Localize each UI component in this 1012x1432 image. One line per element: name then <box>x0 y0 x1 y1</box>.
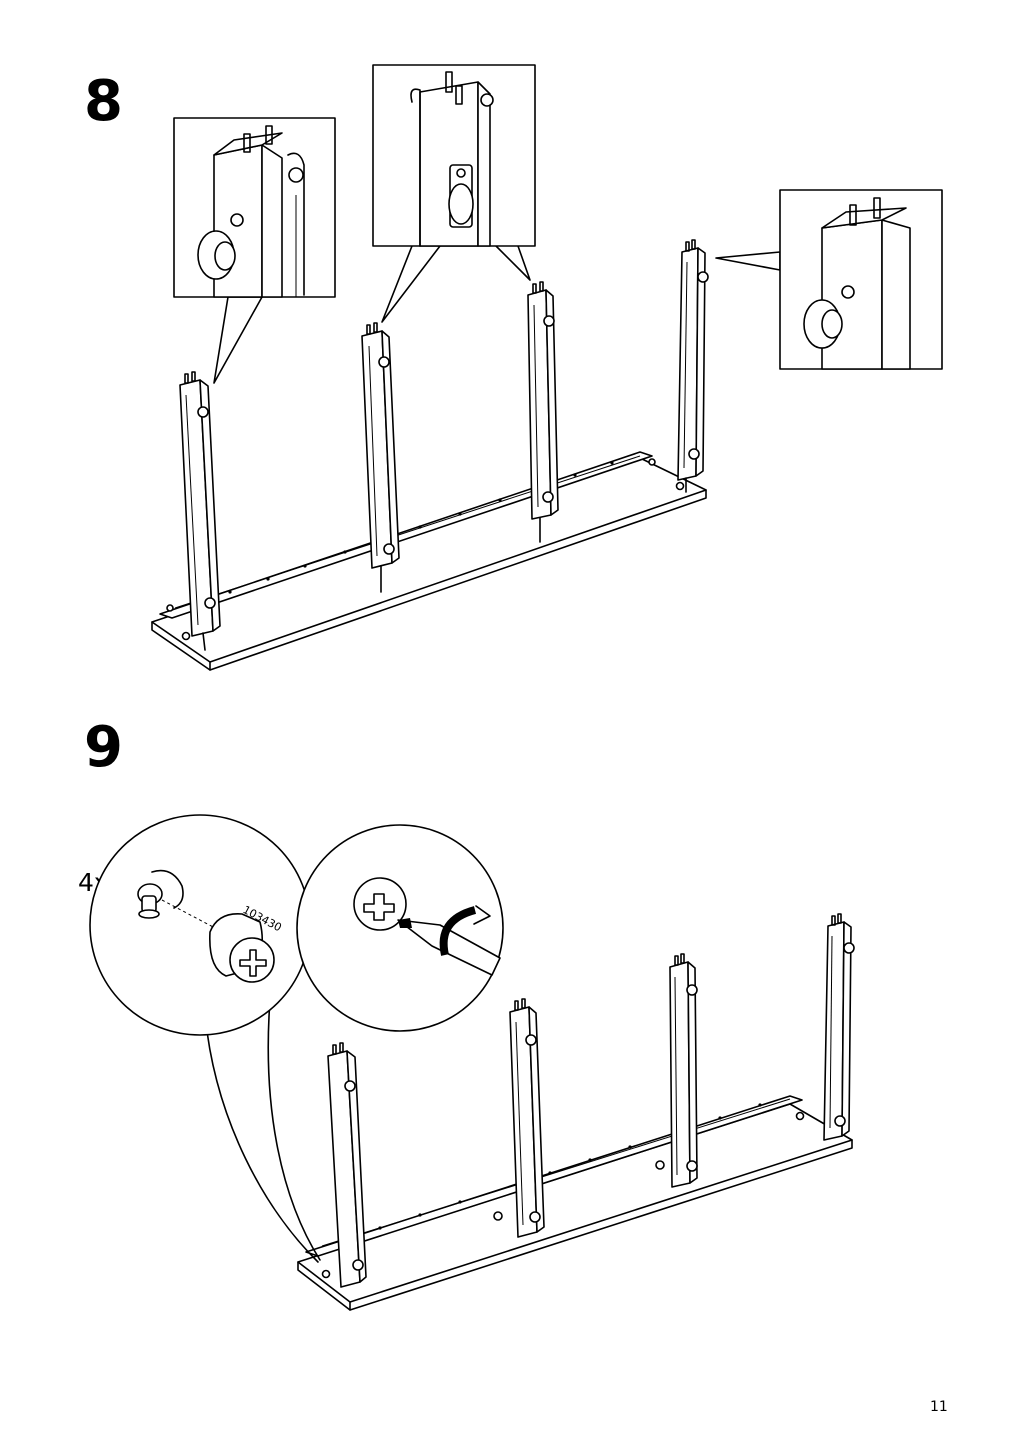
detail-box-3 <box>715 189 943 370</box>
base-panel <box>151 451 707 671</box>
callout-leader-2 <box>267 999 321 1261</box>
leg-1 <box>179 371 221 651</box>
leg-4 <box>823 913 855 1141</box>
page-number: 11 <box>930 1399 948 1415</box>
leg-2 <box>361 322 400 593</box>
step-9-illustration: 103430 <box>89 814 855 1311</box>
leg-3 <box>527 281 559 543</box>
detail-box-2 <box>372 64 536 323</box>
step-8-illustration <box>151 64 943 671</box>
leg-3 <box>669 953 698 1188</box>
leg-2 <box>509 998 545 1238</box>
screwdriver-detail-circle <box>296 824 504 1032</box>
detail-box-1 <box>173 117 336 384</box>
step-9-number: 9 <box>84 715 123 780</box>
cam-lock-detail-circle: 103430 <box>89 814 311 1036</box>
leg-4 <box>677 239 709 493</box>
step-8-number: 8 <box>84 69 123 134</box>
callout-leader-1 <box>204 1013 319 1263</box>
base-panel <box>297 1095 853 1311</box>
leg-1 <box>327 1042 367 1288</box>
